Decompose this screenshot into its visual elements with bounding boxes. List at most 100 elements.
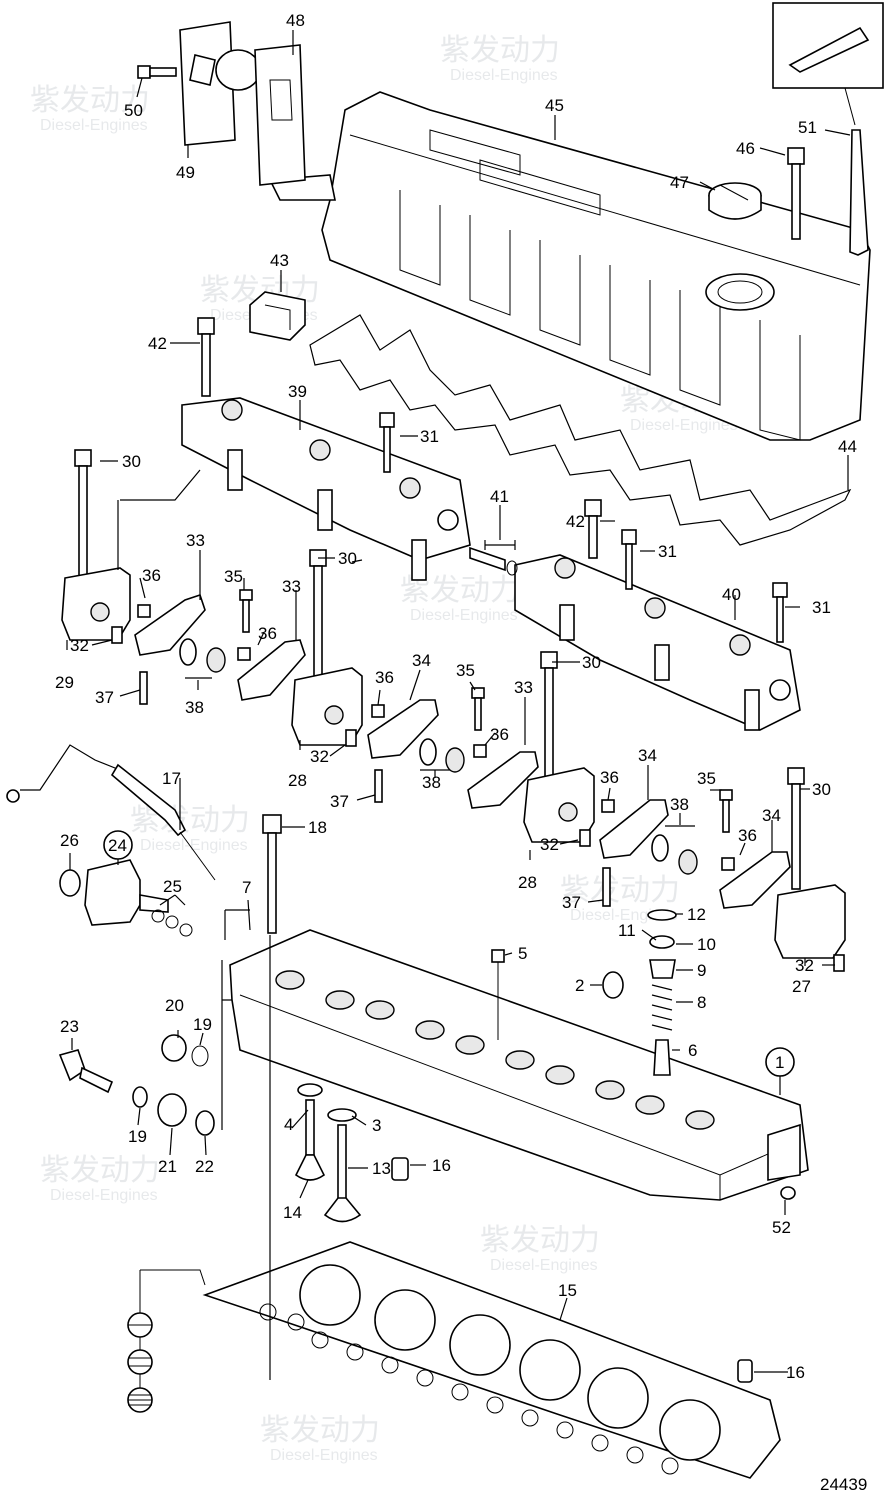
long-bolt [540, 651, 558, 779]
callout-33-c: 33 [514, 678, 533, 697]
callout-38-b: 38 [422, 773, 441, 792]
callout-1: 1 [775, 1053, 784, 1072]
watermark-brand-en: Diesel-Engines [140, 837, 248, 854]
callout-19-upper: 19 [193, 1015, 212, 1034]
callout-2: 2 [575, 976, 584, 995]
callout-27: 27 [792, 977, 811, 996]
valve-cover-ribs [399, 190, 801, 441]
callout-37-c: 37 [562, 893, 581, 912]
callout-30-d: 30 [812, 780, 831, 799]
cable-clip [249, 291, 306, 341]
callout-16-lower: 16 [786, 1363, 805, 1382]
callout-23: 23 [60, 1017, 79, 1036]
sensor-assembly [59, 859, 193, 937]
callout-28-right: 28 [518, 873, 537, 892]
washer-set [651, 834, 698, 875]
callout-31-c: 31 [812, 598, 831, 617]
callout-30-a: 30 [122, 452, 141, 471]
callout-35-b: 35 [456, 661, 475, 680]
long-bolt [74, 449, 92, 577]
watermark-brand: 紫发动力 [440, 34, 560, 67]
watermark-brand-en: Diesel-Engines [490, 1257, 598, 1274]
callout-36-a: 36 [142, 566, 161, 585]
callout-11: 11 [618, 921, 636, 940]
callout-42-a: 42 [148, 334, 167, 353]
callout-6: 6 [688, 1041, 697, 1060]
callout-4: 4 [284, 1115, 293, 1134]
breather-housing [137, 21, 306, 186]
callout-37-b: 37 [330, 792, 349, 811]
small-hardware [111, 589, 845, 972]
callout-14: 14 [283, 1203, 302, 1222]
short-bolt [621, 529, 637, 590]
callout-5: 5 [518, 944, 527, 963]
valve-cover-gasket [309, 314, 852, 546]
rocker-arm [599, 799, 669, 859]
valve-cover [268, 91, 871, 441]
watermark-brand: 紫发动力 [480, 1224, 600, 1257]
figure-number: 24439 [820, 1475, 867, 1494]
callout-42-b: 42 [566, 512, 585, 531]
callout-29: 29 [55, 673, 74, 692]
callout-35-a: 35 [224, 567, 243, 586]
callout-circle [103, 830, 133, 860]
watermark-brand-en: Diesel-Engines [630, 417, 738, 434]
rocker-arm [237, 639, 306, 701]
callout-41: 41 [490, 487, 509, 506]
callout-40: 40 [722, 585, 741, 604]
callout-10: 10 [697, 935, 716, 954]
watermark-brand-en: Diesel-Engines [50, 1187, 158, 1204]
callout-7: 7 [242, 878, 251, 897]
cover-bolt [787, 147, 805, 240]
callout-47: 47 [670, 173, 689, 192]
watermark-brand: 紫发动力 [30, 84, 150, 117]
callout-38-a: 38 [185, 698, 204, 717]
callout-24: 24 [108, 836, 127, 855]
callout-36-f: 36 [738, 826, 757, 845]
head-gasket [202, 1241, 781, 1479]
watermark-brand-en: Diesel-Engines [410, 607, 518, 624]
watermark-brand-en: Diesel-Engines [40, 117, 148, 134]
callout-46: 46 [736, 139, 755, 158]
callout-45: 45 [545, 96, 564, 115]
callout-3: 3 [372, 1116, 381, 1135]
long-bolt [787, 767, 805, 890]
callout-37-a: 37 [95, 688, 114, 707]
valve-spring-parts [491, 909, 677, 1076]
cylinder-head [229, 929, 809, 1201]
dowel [391, 1157, 409, 1181]
callout-17: 17 [162, 769, 181, 788]
callout-34-b: 34 [638, 746, 657, 765]
callout-32-d: 32 [795, 956, 814, 975]
callout-33-a: 33 [186, 531, 205, 550]
callout-21: 21 [158, 1157, 177, 1176]
callout-20: 20 [165, 996, 184, 1015]
callout-44: 44 [838, 437, 857, 456]
long-bolt [309, 549, 327, 677]
callout-8: 8 [697, 993, 706, 1012]
washer-set [419, 738, 465, 773]
callout-12: 12 [687, 905, 706, 924]
short-bolt [772, 582, 788, 643]
callout-50: 50 [124, 101, 143, 120]
watermark-brand-en: Diesel-Engines [270, 1447, 378, 1464]
callout-39: 39 [288, 382, 307, 401]
callout-16-upper: 16 [432, 1156, 451, 1175]
callout-32-b: 32 [310, 747, 329, 766]
rocker-bolt [197, 317, 215, 397]
callout-19-lower: 19 [128, 1127, 147, 1146]
callout-circle [765, 1047, 795, 1077]
rocker-arm [134, 593, 206, 656]
short-bolt [379, 412, 395, 473]
callout-13: 13 [372, 1159, 391, 1178]
callout-36-d: 36 [490, 725, 509, 744]
rocker-bolt [584, 499, 602, 559]
rocker-bridge-front [181, 397, 471, 581]
callout-labels: 1 2 3 4 5 6 7 8 9 10 11 12 13 14 15 16 1… [55, 11, 857, 1382]
oil-pipe [469, 546, 518, 576]
callout-52: 52 [772, 1218, 791, 1237]
watermark-brand-en: Diesel-Engines [450, 67, 558, 84]
callout-26: 26 [60, 831, 79, 850]
callout-15: 15 [558, 1281, 577, 1300]
